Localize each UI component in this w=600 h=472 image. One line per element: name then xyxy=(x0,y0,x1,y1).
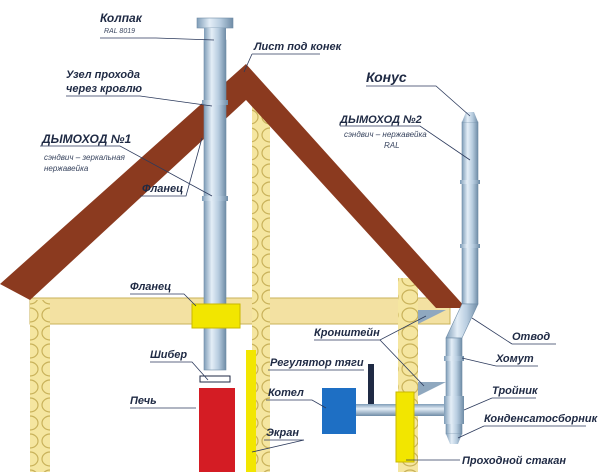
label-flanets-ceiling: Фланец xyxy=(130,281,171,293)
roof xyxy=(0,64,466,308)
boiler xyxy=(322,388,356,434)
left-wall xyxy=(30,300,50,472)
leader-kolpak xyxy=(100,37,215,41)
leader-otvod-2 xyxy=(471,317,513,345)
chimney-2-elbow xyxy=(445,303,479,339)
label-kolpak-sub: RAL 8019 xyxy=(104,28,135,35)
label-kronshtein: Кронштейн xyxy=(314,327,380,339)
leader-shiber xyxy=(150,361,209,381)
chimney-2-pipe-upper xyxy=(461,121,479,305)
label-kondensatosbornik: Конденсатосборник xyxy=(484,413,599,425)
leader-flanets-roof xyxy=(140,137,203,197)
leader-troynik-2 xyxy=(463,397,493,411)
chimney-1-cap xyxy=(196,17,234,29)
pipe-joint-1 xyxy=(202,100,228,105)
bracket-upper xyxy=(418,310,446,324)
label-uzel-2: через кровлю xyxy=(66,83,143,95)
label-list-pod-konek: Лист под конек xyxy=(253,41,343,53)
condensate-collector xyxy=(446,434,462,444)
label-regulyator: Регулятор тяги xyxy=(270,357,364,369)
label-pech: Печь xyxy=(130,395,157,407)
leader-kondensat-2 xyxy=(457,425,485,439)
leader-dymohod2 xyxy=(340,125,471,161)
leader-khomut-2 xyxy=(461,357,497,367)
leader-list-down xyxy=(243,53,253,73)
label-konus: Конус xyxy=(366,69,407,85)
leader-kronshtein-2 xyxy=(379,339,425,387)
tee xyxy=(444,396,464,424)
heat-screen xyxy=(246,350,256,472)
stove xyxy=(199,388,235,472)
pass-through-sleeve xyxy=(395,391,415,463)
leader-lines xyxy=(40,37,586,461)
bracket-lower xyxy=(418,382,446,396)
damper xyxy=(199,375,231,383)
pipe-joint-2 xyxy=(202,196,228,201)
label-shiber: Шибер xyxy=(150,349,187,361)
clamp xyxy=(444,356,464,361)
label-dymohod2: ДЫМОХОД №2 xyxy=(339,114,422,126)
ceiling-flange xyxy=(191,303,241,329)
label-uzel-1: Узел прохода xyxy=(66,69,140,81)
label-prokhodnoy: Проходной стакан xyxy=(462,455,566,467)
chimney-2-cone xyxy=(462,112,478,122)
chimney-2-joint-b xyxy=(460,244,480,248)
leader-dymohod1 xyxy=(40,145,213,197)
label-dymohod1-sub2: нержавейка xyxy=(44,164,89,173)
label-dymohod1: ДЫМОХОД №1 xyxy=(41,132,131,146)
chimney-1-cap-neck xyxy=(204,28,226,42)
label-kotel: Котел xyxy=(268,387,304,399)
label-khomut: Хомут xyxy=(495,353,534,365)
label-dymohod1-sub1: сэндвич – зеркальная xyxy=(44,153,126,162)
leader-kotel xyxy=(266,399,327,409)
chimney-2-joint-a xyxy=(460,180,480,184)
label-ekran: Экран xyxy=(266,427,299,439)
label-dymohod2-sub2: RAL xyxy=(384,141,400,150)
inner-wall xyxy=(252,100,270,472)
draft-regulator xyxy=(368,364,374,404)
leader-ekran xyxy=(251,439,305,453)
leader-konus xyxy=(366,85,471,117)
label-dymohod2-sub1: сэндвич – нержавейка xyxy=(344,130,427,139)
label-troynik: Тройник xyxy=(492,385,539,397)
label-flanets-roof: Фланец xyxy=(142,183,183,195)
label-otvod: Отвод xyxy=(512,331,550,343)
leader-uzel xyxy=(66,95,213,107)
leader-flanets-ceiling xyxy=(130,293,197,307)
label-kolpak: Колпак xyxy=(100,11,143,25)
